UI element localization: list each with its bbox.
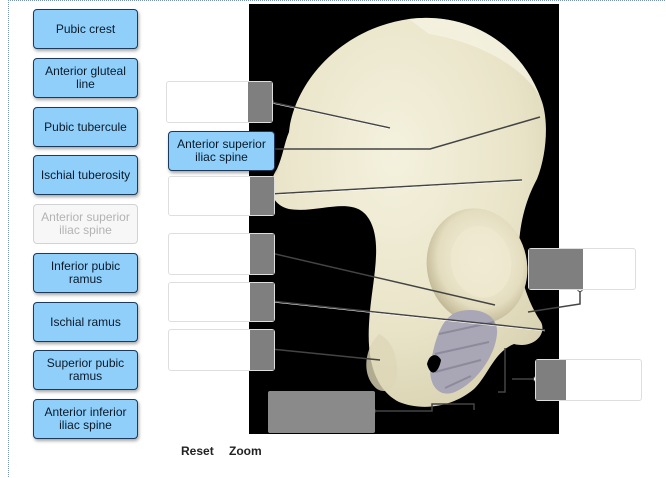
drop-zone-9[interactable] xyxy=(535,359,642,401)
drop-zone-4[interactable] xyxy=(168,233,275,275)
label-anterior-gluteal-line[interactable]: Anterior gluteal line xyxy=(33,58,138,98)
label-pubic-crest[interactable]: Pubic crest xyxy=(33,9,138,49)
drop-zone-3[interactable] xyxy=(168,176,275,216)
activity-frame xyxy=(8,0,665,477)
drop-zone-1[interactable] xyxy=(166,81,273,123)
drop-zone-6[interactable] xyxy=(168,329,275,371)
label-superior-pubic-ramus[interactable]: Superior pubic ramus xyxy=(33,350,138,390)
placed-label-anterior-superior-iliac-spine[interactable]: Anterior superior iliac spine xyxy=(168,131,275,171)
reset-button[interactable]: Reset xyxy=(181,444,214,458)
drop-zone-8[interactable] xyxy=(528,248,636,290)
drop-zone-5[interactable] xyxy=(168,282,275,322)
label-anterior-superior-iliac-spine-used: Anterior superior iliac spine xyxy=(33,204,138,244)
label-ischial-ramus[interactable]: Ischial ramus xyxy=(33,302,138,342)
drop-zone-7[interactable] xyxy=(268,391,375,433)
zoom-button[interactable]: Zoom xyxy=(229,444,262,458)
label-pubic-tubercule[interactable]: Pubic tubercule xyxy=(33,107,138,147)
ilium-shape xyxy=(271,17,546,407)
label-anterior-inferior-iliac-spine[interactable]: Anterior inferior iliac spine xyxy=(33,399,138,439)
label-ischial-tuberosity[interactable]: Ischial tuberosity xyxy=(33,155,138,195)
hip-bone-image xyxy=(249,4,559,434)
label-inferior-pubic-ramus[interactable]: Inferior pubic ramus xyxy=(33,253,138,293)
